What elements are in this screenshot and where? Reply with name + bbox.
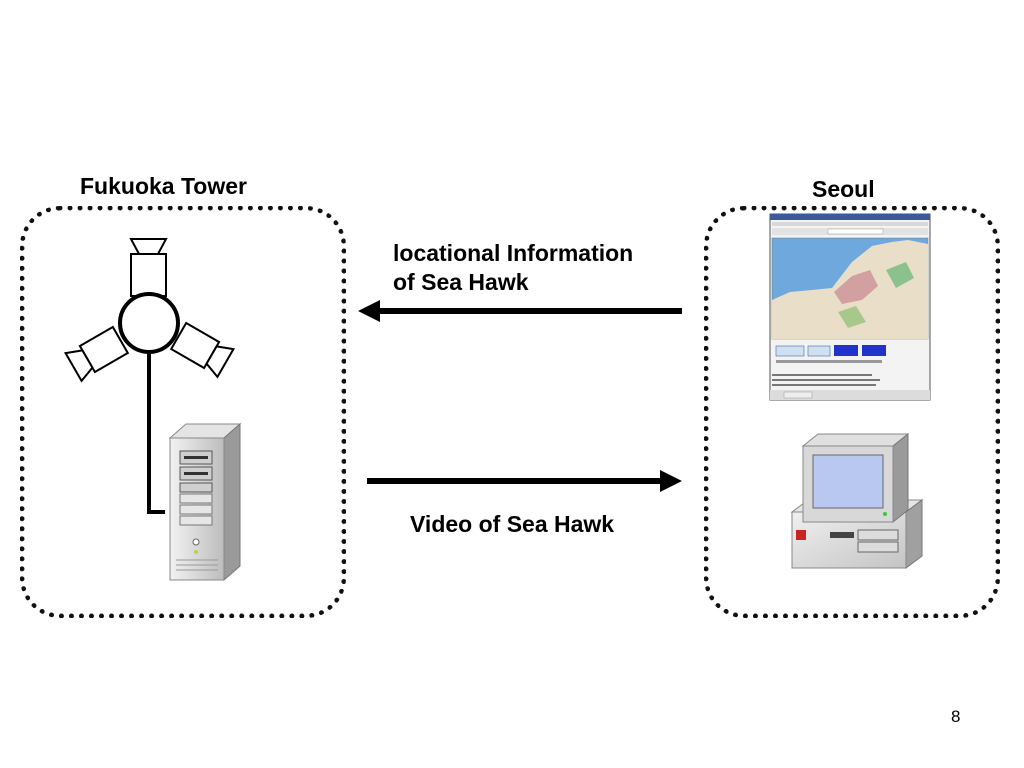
- desktop-computer-icon: [790, 432, 924, 569]
- video-label: Video of Sea Hawk: [410, 511, 615, 537]
- seoul-group: [704, 206, 1000, 618]
- browser-map-screenshot: [769, 213, 931, 401]
- fukuoka-tower-label: Fukuoka Tower: [80, 173, 247, 199]
- fukuoka-tower-group: [20, 206, 346, 618]
- page-number: 8: [951, 707, 961, 726]
- seoul-label: Seoul: [812, 176, 875, 202]
- arrow-video: [367, 470, 682, 492]
- locational-info-line2: of Sea Hawk: [393, 269, 529, 295]
- camera-cluster-icon: [63, 238, 236, 514]
- arrow-locational-info: [358, 300, 682, 322]
- locational-info-label: locational Information of Sea Hawk: [393, 239, 633, 297]
- locational-info-line1: locational Information: [393, 240, 634, 266]
- server-tower-icon: [168, 422, 242, 582]
